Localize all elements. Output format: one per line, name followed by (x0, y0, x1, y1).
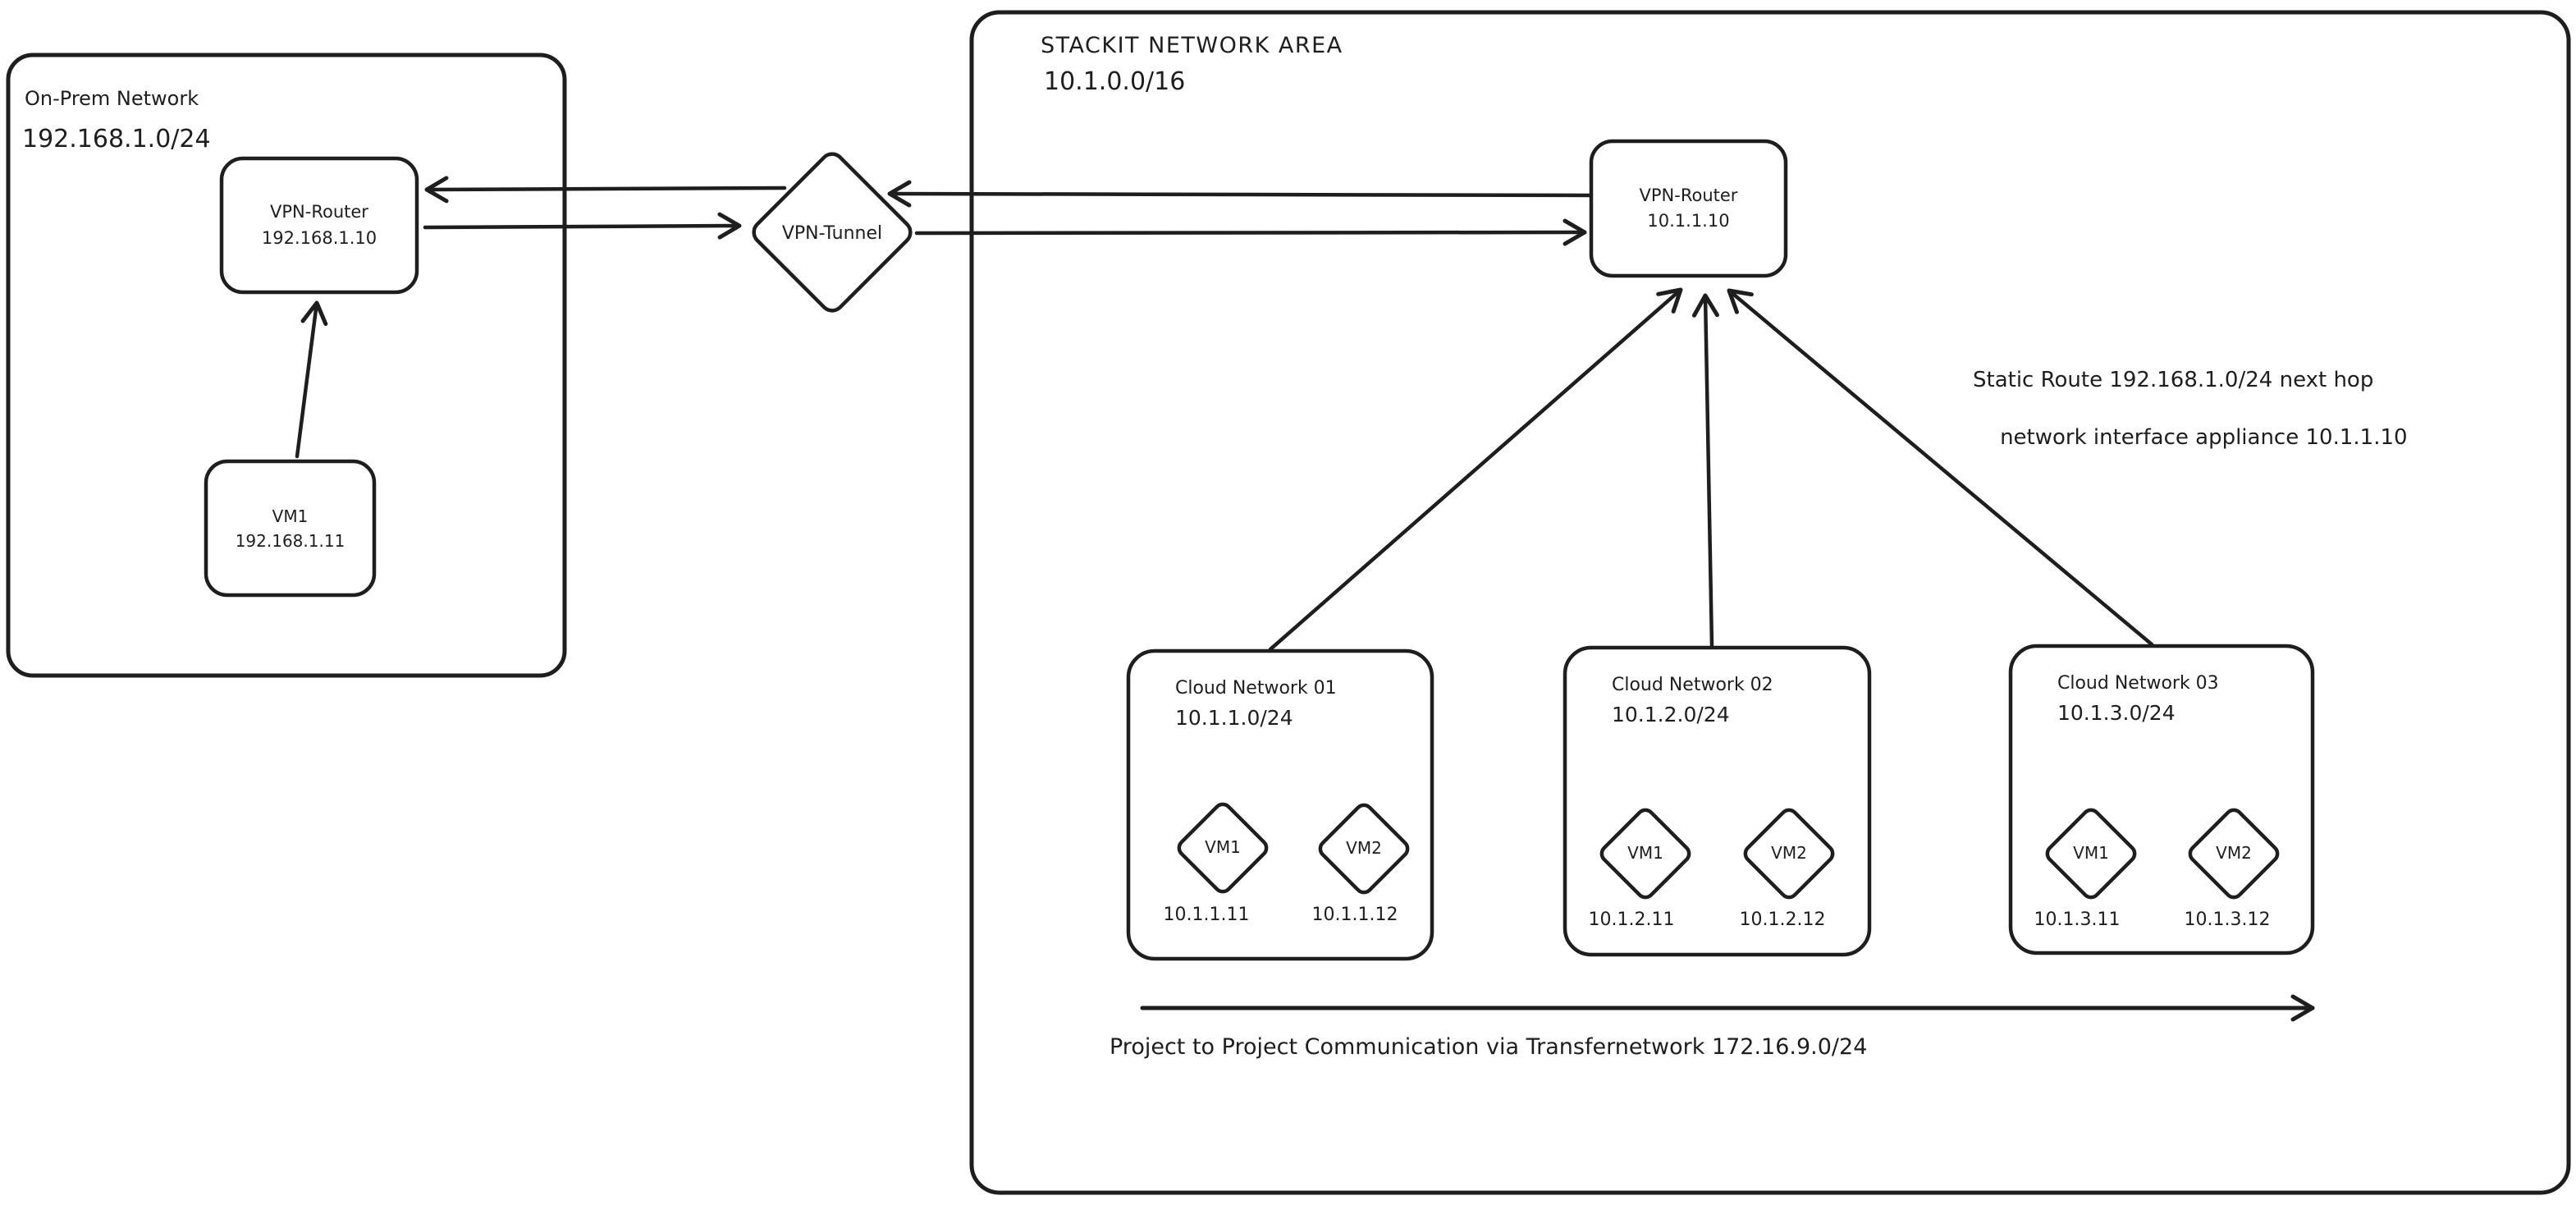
cloud03-vm2-label: VM2 (2216, 843, 2252, 863)
cloud01-vm1-label: VM1 (1205, 837, 1241, 857)
vpn-tunnel-label: VPN-Tunnel (758, 175, 906, 292)
cloud02-vm2-diamond (1743, 808, 1835, 900)
onprem-vm1-ip: 192.168.1.11 (235, 530, 345, 551)
cloud01-vm2-ip: 10.1.1.12 (1311, 905, 1398, 925)
arrow-tunnel-to-stackit-router (914, 218, 1587, 246)
arrow-cloud01-to-stackit-router (1268, 287, 1683, 652)
cloud01-vm2-diamond (1318, 803, 1410, 895)
onprem-network-box (6, 53, 567, 678)
cloud-network-03-box (2008, 644, 2315, 955)
onprem-vm1-label: VM1 192.168.1.11 (206, 461, 374, 595)
cloud-network-02-box (1563, 645, 1872, 957)
onprem-vpn-router-label: VPN-Router 192.168.1.10 (222, 158, 417, 292)
cloud03-vm1-ip: 10.1.3.11 (2034, 909, 2121, 930)
cloud03-vm1-label: VM1 (2073, 843, 2109, 863)
onprem-vm1-box (204, 459, 377, 598)
cloud02-title: Cloud Network 02 (1612, 675, 1773, 695)
cloud02-vm1-diamond (1599, 808, 1691, 900)
arrow-stackit-router-to-tunnel (887, 180, 1592, 208)
cloud03-cidr: 10.1.3.0/24 (2057, 701, 2176, 725)
cloud01-vm2-label: VM2 (1346, 838, 1382, 858)
static-route-line1: Static Route 192.168.1.0/24 next hop (1973, 368, 2374, 392)
onprem-vpn-router-box (219, 156, 419, 295)
arrow-cloud03-to-stackit-router (1727, 288, 2154, 647)
cloud02-vm1-label: VM1 (1627, 843, 1663, 863)
vpn-tunnel-diamond (752, 152, 913, 313)
onprem-network-cidr: 192.168.1.0/24 (22, 125, 211, 153)
cloud03-title: Cloud Network 03 (2057, 673, 2219, 694)
onprem-vpn-router-name: VPN-Router (270, 202, 368, 222)
cloud-network-01-box (1126, 648, 1434, 961)
stackit-vpn-router-name: VPN-Router (1639, 185, 1738, 205)
cloud03-vm2-ip: 10.1.3.12 (2184, 909, 2271, 930)
stackit-area-cidr: 10.1.0.0/16 (1044, 67, 1186, 96)
arrow-tunnel-to-onprem-router (424, 176, 787, 204)
onprem-vm1-name: VM1 (272, 506, 309, 526)
cloud01-vm1-ip: 10.1.1.11 (1163, 905, 1250, 925)
cloud01-vm1-diamond (1177, 802, 1269, 894)
arrow-vm1-to-onprem-router (295, 300, 328, 459)
static-route-line2: network interface appliance 10.1.1.10 (2000, 425, 2408, 451)
stackit-area-title: STACKIT NETWORK AREA (1041, 33, 1343, 58)
arrow-cloud02-to-stackit-router (1691, 293, 1719, 648)
stackit-network-box (969, 10, 2571, 1195)
onprem-vpn-router-ip: 192.168.1.10 (261, 227, 377, 248)
cloud02-vm2-label: VM2 (1771, 843, 1807, 863)
stackit-vpn-router-label: VPN-Router 10.1.1.10 (1591, 141, 1786, 276)
arrow-onprem-router-to-tunnel (423, 212, 742, 240)
static-route-annotation: Static Route 192.168.1.0/24 next hop net… (1973, 366, 2408, 481)
cloud02-cidr: 10.1.2.0/24 (1612, 703, 1730, 726)
cloud03-vm1-diamond (2045, 808, 2137, 900)
stackit-vpn-router-box (1589, 139, 1788, 278)
transfer-network-annotation: Project to Project Communication via Tra… (1110, 1034, 1868, 1060)
cloud02-vm1-ip: 10.1.2.11 (1588, 909, 1675, 930)
cloud03-vm2-diamond (2188, 808, 2280, 900)
stackit-vpn-router-ip: 10.1.1.10 (1647, 211, 1730, 231)
vpn-tunnel-text: VPN-Tunnel (781, 223, 883, 244)
cloud01-cidr: 10.1.1.0/24 (1175, 706, 1293, 730)
cloud02-vm2-ip: 10.1.2.12 (1739, 909, 1826, 930)
cloud01-title: Cloud Network 01 (1175, 678, 1337, 699)
onprem-network-title: On-Prem Network (25, 87, 199, 110)
